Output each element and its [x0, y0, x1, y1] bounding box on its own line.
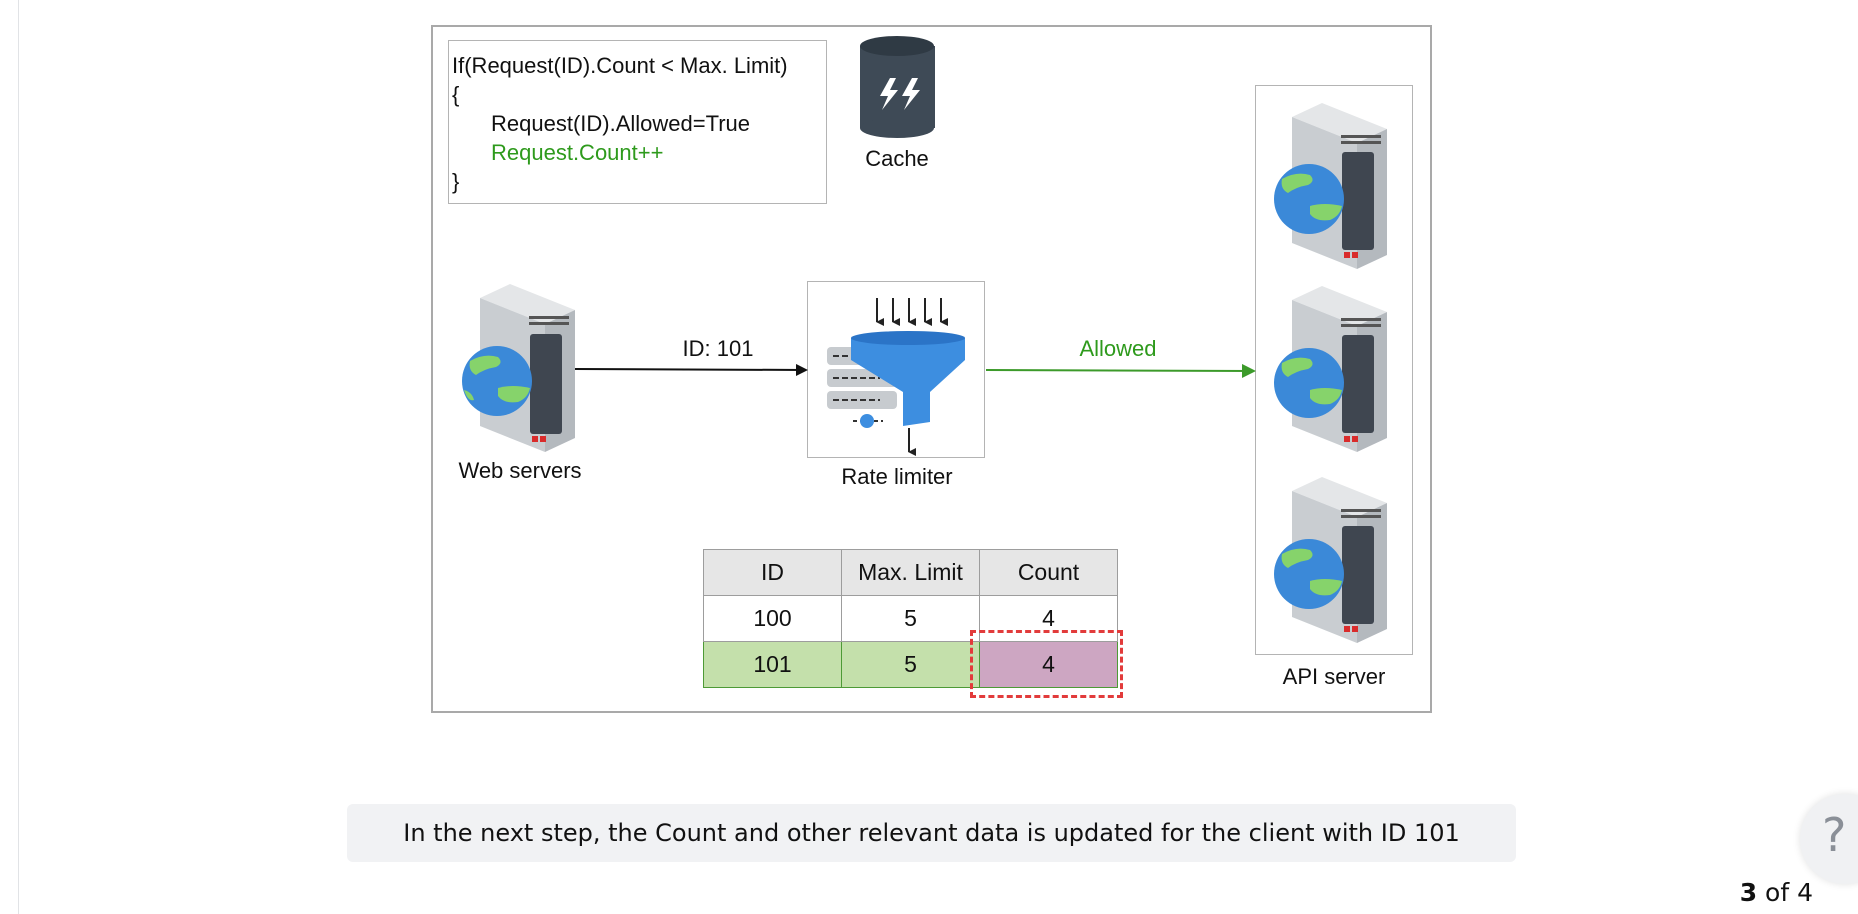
table-header-cell: ID — [703, 549, 842, 596]
table-header-row: ID Max. Limit Count — [703, 549, 1118, 596]
pseudo-code-box: If(Request(ID).Count < Max. Limit) { Req… — [448, 40, 827, 204]
rate-limiter-label: Rate limiter — [841, 464, 953, 489]
table-cell-count-highlighted: 4 — [979, 641, 1118, 688]
api-server-icon-1 — [1274, 103, 1387, 269]
cache-icon — [860, 36, 935, 138]
rate-table: ID Max. Limit Count 100 5 4 101 5 4 — [703, 549, 1118, 688]
cache-label: Cache — [865, 146, 929, 171]
count-dashed-highlight — [970, 630, 1123, 698]
pager-current: 3 — [1739, 878, 1758, 907]
api-server-icon-2 — [1274, 286, 1387, 452]
code-line-close-brace: } — [452, 169, 460, 194]
table-header-cell: Count — [979, 549, 1118, 596]
allowed-label: Allowed — [1079, 336, 1157, 361]
table-cell: 101 — [703, 641, 842, 688]
api-server-label: API server — [1282, 664, 1386, 689]
request-arrow — [574, 363, 808, 376]
pager-total: of 4 — [1765, 878, 1813, 907]
code-line-open-brace: { — [452, 82, 460, 107]
table-cell: 5 — [841, 595, 980, 642]
help-icon: ? — [1822, 808, 1847, 862]
web-servers-label: Web servers — [458, 458, 582, 483]
web-server-icon — [462, 284, 575, 452]
table-cell: 5 — [841, 641, 980, 688]
table-header-cell: Max. Limit — [841, 549, 980, 596]
slide-caption: In the next step, the Count and other re… — [347, 804, 1516, 862]
request-id-label: ID: 101 — [682, 336, 754, 361]
help-button[interactable]: ? — [1800, 794, 1858, 884]
table-cell: 100 — [703, 595, 842, 642]
api-server-icon-3 — [1274, 477, 1387, 643]
code-line-condition: If(Request(ID).Count < Max. Limit) — [452, 53, 788, 78]
allowed-arrow — [985, 363, 1256, 378]
rate-limiter-icon — [827, 298, 965, 456]
slide-pager: 3 of 4 — [1740, 878, 1813, 907]
table-row-highlighted: 101 5 4 — [703, 641, 1118, 688]
content-left-border — [18, 0, 19, 914]
caption-text: In the next step, the Count and other re… — [403, 819, 1460, 847]
code-line-allowed: Request(ID).Allowed=True — [491, 111, 751, 136]
code-line-increment: Request.Count++ — [491, 140, 664, 165]
